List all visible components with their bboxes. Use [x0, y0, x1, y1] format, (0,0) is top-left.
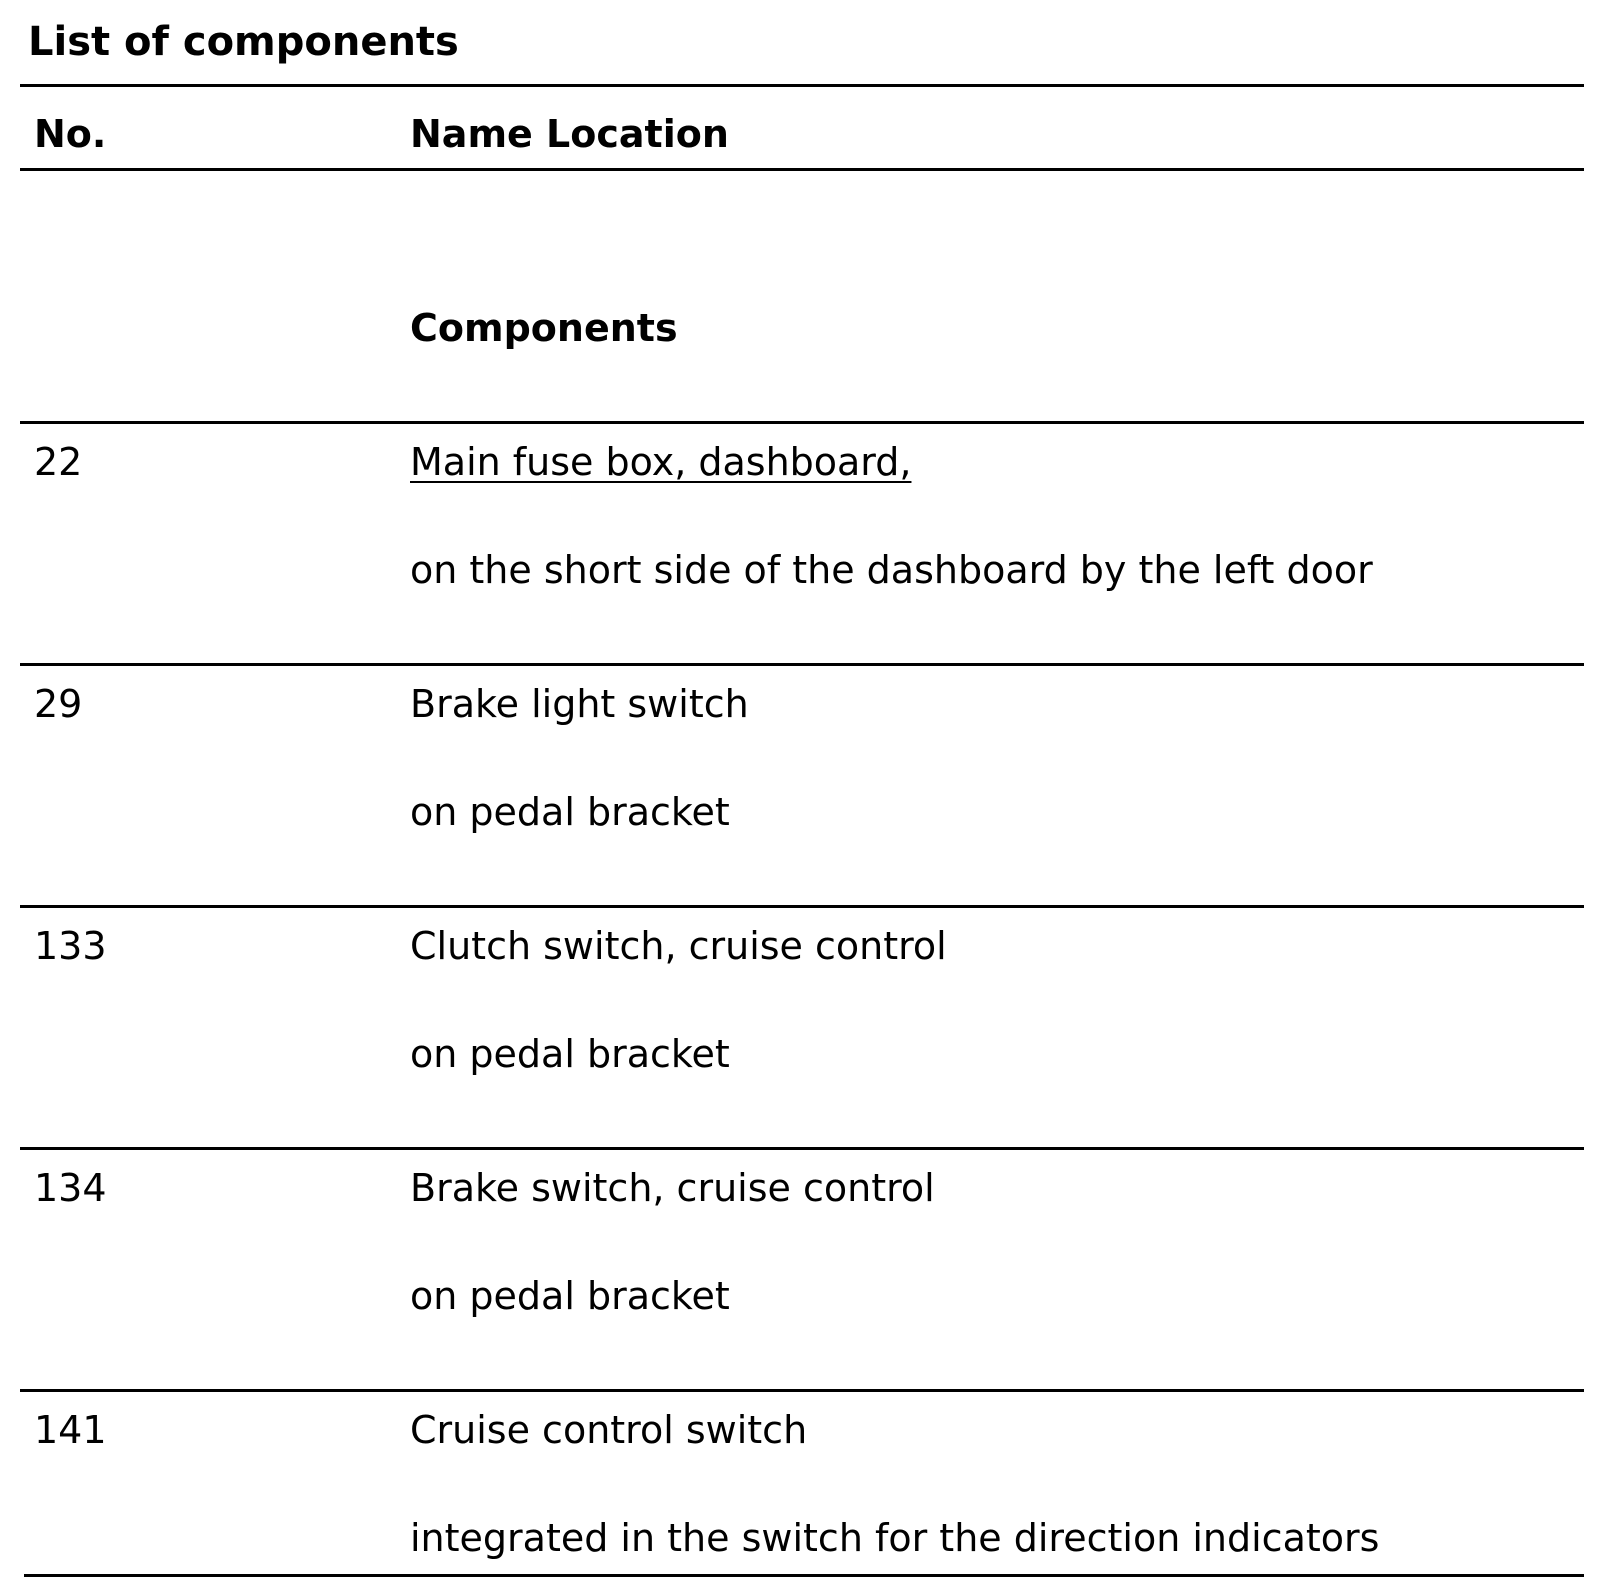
table-bottom-rule: [24, 1574, 1584, 1577]
component-location: on pedal bracket: [410, 1032, 730, 1076]
header-bottom-rule: [20, 168, 1584, 171]
row-divider: [20, 1147, 1584, 1150]
component-name-link[interactable]: Main fuse box, dashboard,: [410, 440, 912, 484]
header-name-location: Name Location: [410, 112, 729, 156]
component-location: integrated in the switch for the directi…: [410, 1516, 1380, 1560]
component-name: Clutch switch, cruise control: [410, 924, 947, 968]
component-location: on pedal bracket: [410, 1274, 730, 1318]
row-divider: [20, 421, 1584, 424]
header-number: No.: [34, 112, 107, 156]
component-name: Brake light switch: [410, 682, 749, 726]
page-title: List of components: [28, 19, 459, 65]
row-number: 134: [34, 1166, 107, 1210]
row-divider: [20, 1389, 1584, 1392]
row-number: 29: [34, 682, 83, 726]
section-heading: Components: [410, 306, 678, 350]
row-divider: [20, 905, 1584, 908]
row-number: 22: [34, 440, 83, 484]
row-number: 141: [34, 1408, 107, 1452]
row-divider: [20, 663, 1584, 666]
component-location: on the short side of the dashboard by th…: [410, 548, 1373, 592]
component-name: Cruise control switch: [410, 1408, 808, 1452]
component-name: Brake switch, cruise control: [410, 1166, 935, 1210]
table-top-rule: [20, 84, 1584, 87]
row-number: 133: [34, 924, 107, 968]
component-location: on pedal bracket: [410, 790, 730, 834]
